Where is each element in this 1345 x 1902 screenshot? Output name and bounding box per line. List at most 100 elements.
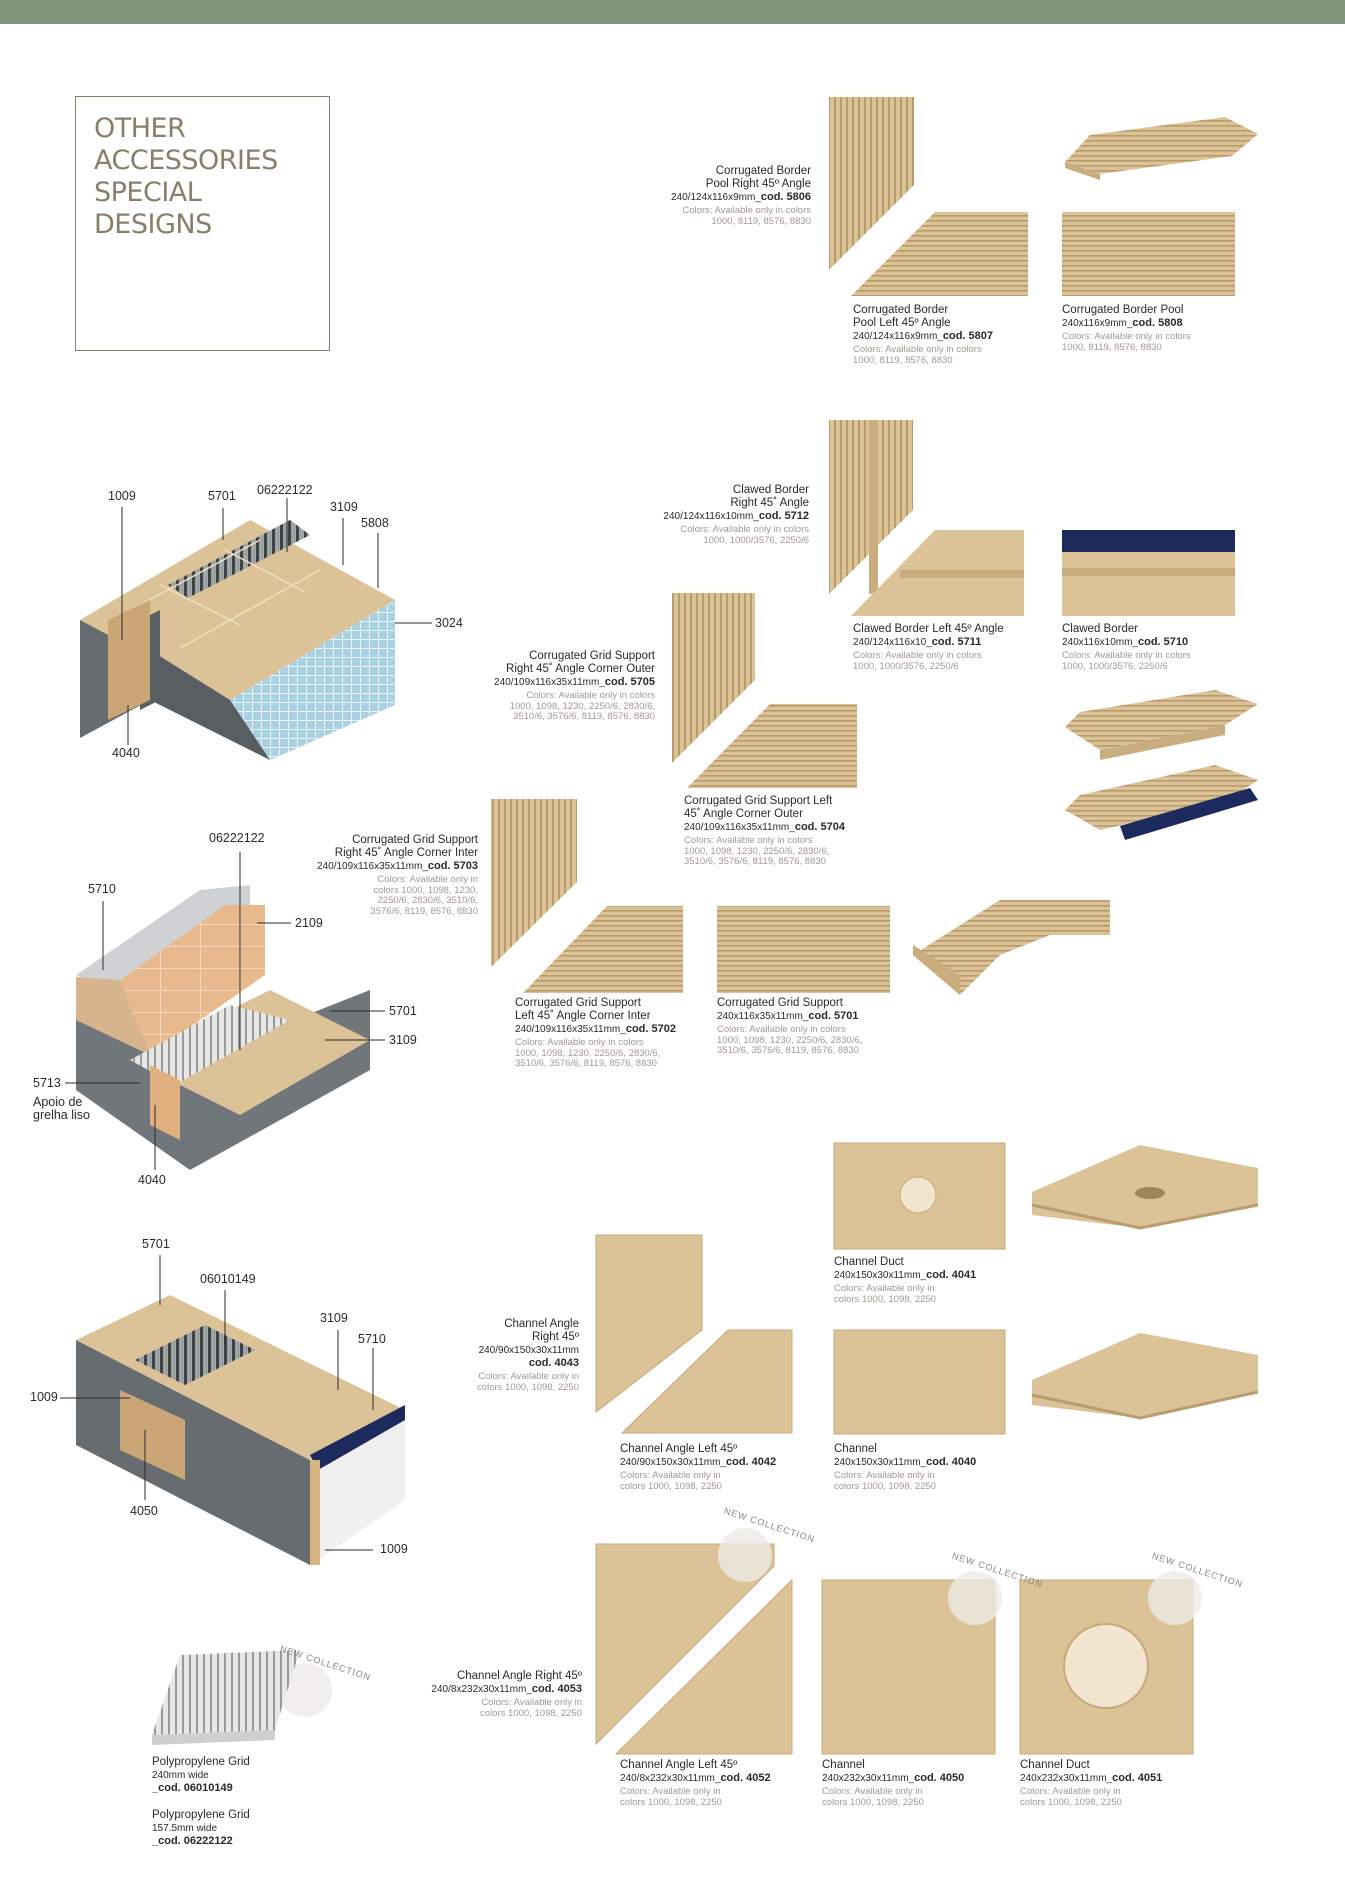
product-name: Corrugated Border <box>853 304 949 316</box>
product-colors: colors 1000, 1098, 2250 <box>834 1293 936 1305</box>
product-code: cod. 5711 <box>931 636 982 648</box>
callout: 5808 <box>361 516 389 530</box>
product-label-5808: Corrugated Border Pool 240x116x9mm_cod. … <box>1062 304 1191 353</box>
product-code: cod. 5806 <box>760 191 811 203</box>
tile-4040 <box>833 1329 1006 1435</box>
product-label-4051: Channel Duct 240x232x30x11mm_cod. 4051 C… <box>1020 1759 1162 1808</box>
product-spec: 240x150x30x11mm_ <box>834 1270 927 1281</box>
title-line: DESIGNS <box>94 209 212 240</box>
product-spec: 240x150x30x11mm_ <box>834 1457 927 1468</box>
product-colors: colors 1000, 1098, 2250 <box>620 1796 722 1808</box>
product-code: cod. 4043 <box>528 1357 579 1369</box>
callout: 2109 <box>295 916 323 930</box>
tile-5808-3d <box>1065 117 1258 174</box>
product-colors: Colors: Available only in <box>834 1470 935 1481</box>
product-code: cod. 5807 <box>942 330 994 342</box>
product-spec: 240x232x30x11mm_ <box>822 1773 915 1784</box>
product-label-4042: Channel Angle Left 45º 240/90x150x30x11m… <box>620 1443 776 1492</box>
callout: 5710 <box>88 882 116 896</box>
product-label-5807: Corrugated Border Pool Left 45º Angle 24… <box>853 304 993 366</box>
product-name: Corrugated Grid Support <box>717 997 843 1009</box>
callout: 1009 <box>380 1542 408 1556</box>
product-name: Pool Left 45º Angle <box>853 317 951 329</box>
product-colors: Colors: Available only in colors <box>680 524 809 535</box>
product-spec: 240/90x150x30x11mm <box>478 1345 579 1356</box>
diagram-2-pool-section <box>76 885 370 1170</box>
callout: 5701 <box>389 1004 417 1018</box>
tile-5701-3d-a <box>1065 690 1258 750</box>
product-colors: 1000, 1098, 1230, 2250/6, 2830/6, <box>509 700 655 712</box>
product-code: cod. 5702 <box>625 1023 676 1035</box>
product-spec: 240/109x116x35x11mm_ <box>684 822 795 833</box>
product-name: Corrugated Grid Support Left <box>684 795 833 807</box>
callout: 5701 <box>208 489 236 503</box>
product-colors: Colors: Available only in colors <box>515 1037 644 1048</box>
product-name: Clawed Border <box>1062 623 1139 635</box>
product-label-4040: Channel 240x150x30x11mm_cod. 4040 Colors… <box>834 1443 976 1492</box>
callout: 5713 <box>33 1076 61 1090</box>
product-colors: Colors: Available only in <box>822 1786 923 1797</box>
product-spec: 240/8x232x30x11mm_ <box>431 1684 532 1695</box>
tile-5806 <box>829 97 914 270</box>
product-colors: Colors: Available only in colors <box>853 650 982 661</box>
product-name: Right 45º <box>531 1331 579 1343</box>
product-colors: 1000, 1000/3576, 2250/6 <box>1062 660 1168 672</box>
product-colors: 1000, 8119, 8576, 8830 <box>853 354 953 366</box>
product-name: Channel Angle <box>504 1318 579 1330</box>
product-colors: Colors: Available only in <box>481 1697 582 1708</box>
product-code: cod. 4053 <box>531 1683 582 1695</box>
product-label-4053: Channel Angle Right 45º 240/8x232x30x11m… <box>431 1670 582 1719</box>
product-name: Clawed Border <box>732 484 809 496</box>
product-colors: Colors: Available only in colors <box>682 205 811 216</box>
product-colors: Colors: Available only in <box>478 1371 579 1382</box>
product-name: Corrugated Border <box>715 165 811 177</box>
product-colors: Colors: Available only in <box>834 1283 935 1294</box>
product-code: cod. 5808 <box>1132 317 1183 329</box>
product-name: Left 45˚ Angle Corner Inter <box>515 1010 651 1022</box>
tile-5705 <box>672 593 755 763</box>
product-code: cod. 5701 <box>808 1010 859 1022</box>
tile-4053 <box>595 1543 775 1746</box>
product-code: _cod. 06010149 <box>152 1782 233 1794</box>
callout: Apoio de <box>33 1095 83 1109</box>
tile-5703 <box>491 799 577 967</box>
product-colors: Colors: Available only in <box>620 1470 721 1481</box>
product-name: Corrugated Border Pool <box>1062 304 1184 316</box>
section-title: OTHER ACCESSORIES SPECIAL DESIGNS <box>94 113 278 241</box>
product-name: Right 45˚ Angle Corner Outer <box>506 663 655 675</box>
product-code: cod. 5710 <box>1137 636 1189 648</box>
callout: 3024 <box>435 616 463 630</box>
tile-4052 <box>614 1578 793 1755</box>
product-label-grid-240: Polypropylene Grid 240mm wide _cod. 0601… <box>152 1756 250 1795</box>
product-colors: 1000, 1098, 1230, 2250/6, 2830/6, <box>515 1047 661 1059</box>
product-name: Corrugated Grid Support <box>529 650 655 662</box>
product-spec: 240x232x30x11mm_ <box>1020 1773 1113 1784</box>
product-code: cod. 4042 <box>726 1456 777 1468</box>
product-colors: 3510/6, 3576/6, 8119, 8576, 8830 <box>513 711 655 722</box>
product-code: cod. 4040 <box>926 1456 977 1468</box>
product-name: Corrugated Grid Support <box>352 834 478 846</box>
callout: 06222122 <box>257 483 313 497</box>
callout: 4040 <box>112 746 140 760</box>
tile-4043 <box>595 1234 703 1414</box>
product-label-5702: Corrugated Grid Support Left 45˚ Angle C… <box>515 997 676 1070</box>
diagram-3-pool-section <box>76 1295 405 1565</box>
product-colors: 1000, 1098, 1230, 2250/6, 2830/6, <box>684 845 830 857</box>
product-label-5703: Corrugated Grid Support Right 45˚ Angle … <box>317 834 478 917</box>
tile-5807 <box>851 212 1028 296</box>
product-colors: Colors: Available only in <box>1020 1786 1121 1797</box>
product-name: 45˚ Angle Corner Outer <box>684 808 803 820</box>
product-name: Pool Right 45º Angle <box>705 178 811 190</box>
product-colors: colors 1000, 1098, 2250 <box>822 1796 924 1808</box>
product-colors: colors 1000, 1098, 2250 <box>480 1707 582 1719</box>
product-colors: 3576/6, 8119, 8576, 8830 <box>370 905 478 917</box>
product-colors: 1000, 1098, 1230, 2250/6, 2830/6, <box>717 1034 863 1046</box>
product-spec: 240/109x116x35x11mm_ <box>515 1024 626 1035</box>
callout: 3109 <box>389 1033 417 1047</box>
product-name: Right 45˚ Angle <box>730 497 809 509</box>
product-name: Channel <box>822 1759 865 1771</box>
product-code: cod. 4050 <box>914 1772 965 1784</box>
product-name: Clawed Border Left 45º Angle <box>853 623 1004 635</box>
product-colors: Colors: Available only in <box>377 874 478 885</box>
product-label-4041: Channel Duct 240x150x30x11mm_cod. 4041 C… <box>834 1256 976 1305</box>
